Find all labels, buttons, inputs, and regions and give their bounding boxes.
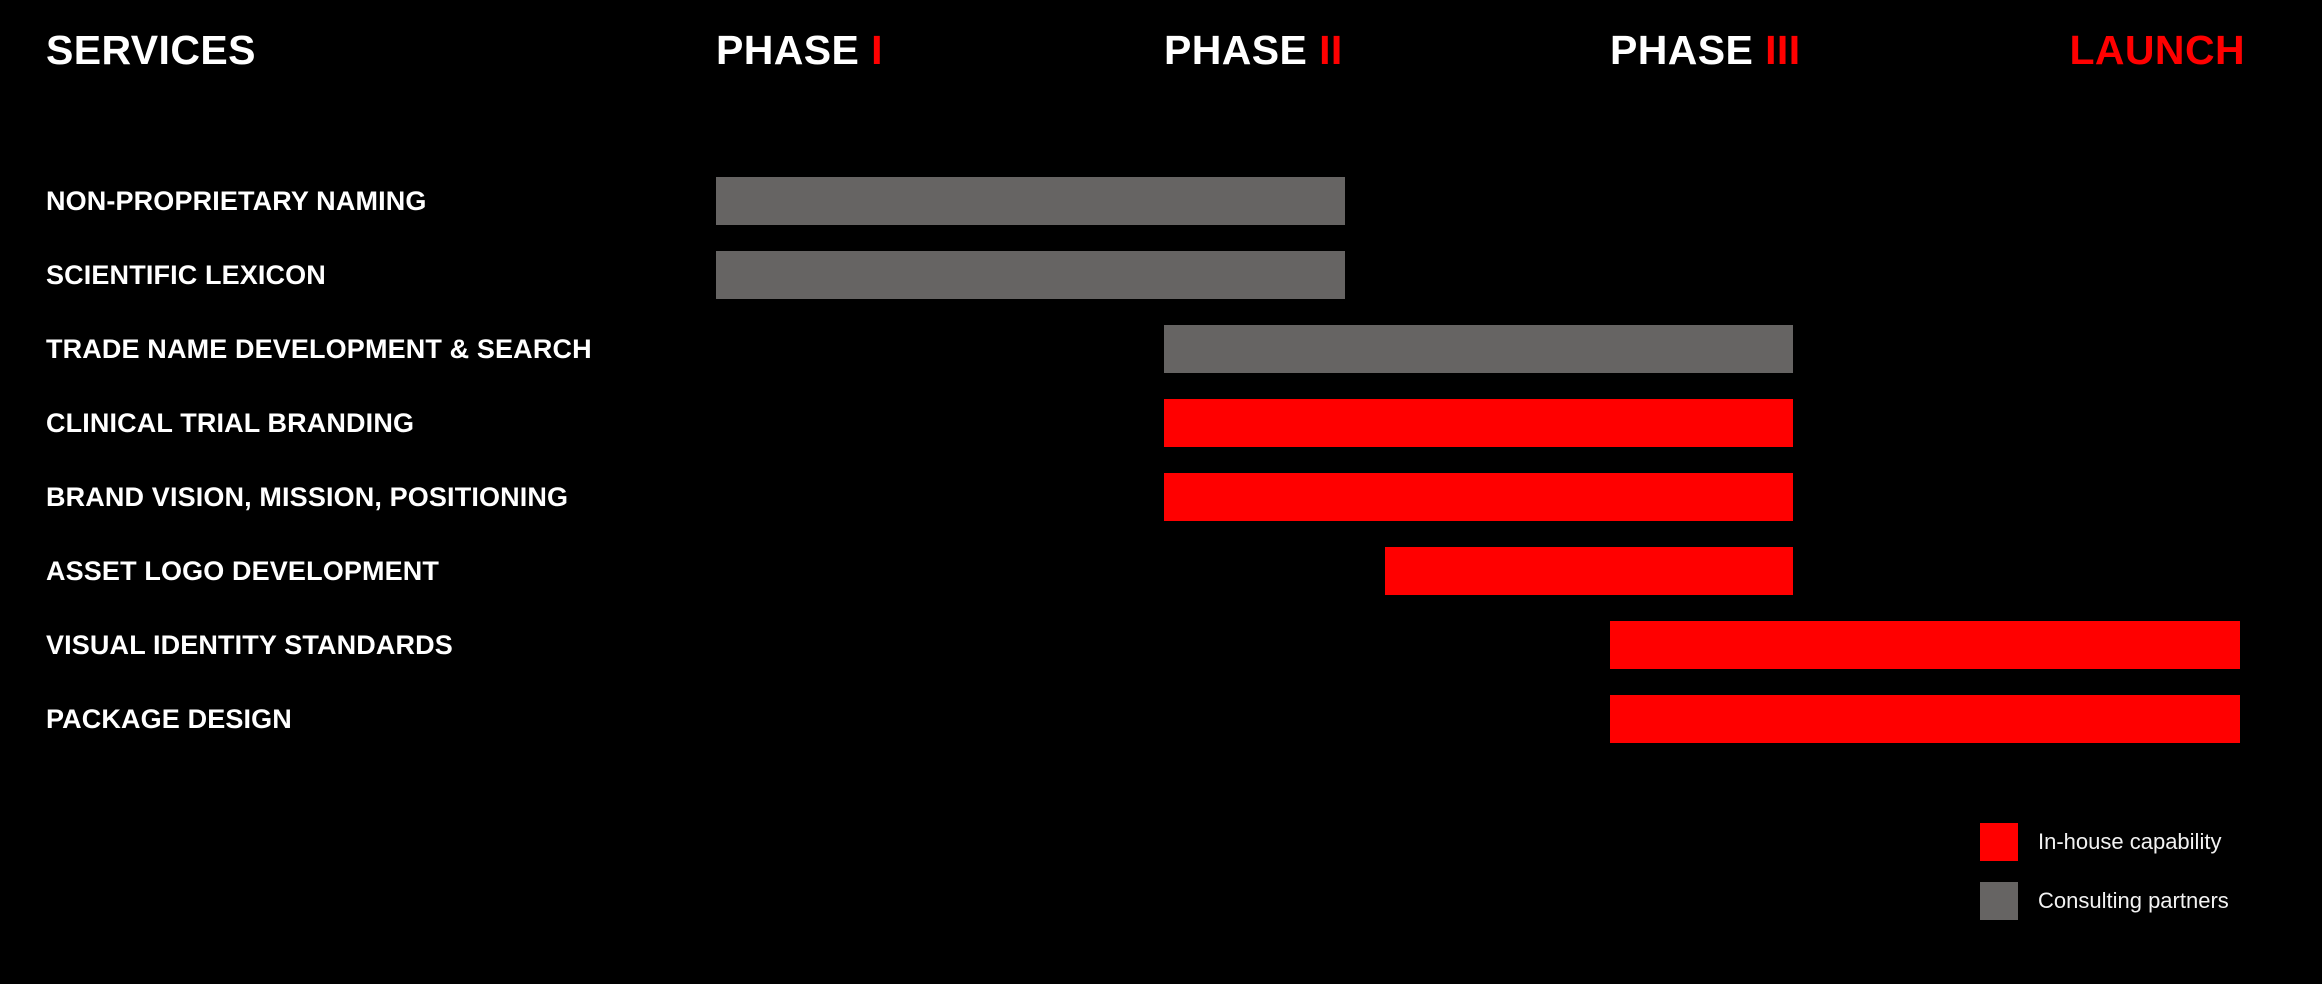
row-bar-inhouse bbox=[1164, 399, 1793, 447]
chart-rows: NON-PROPRIETARY NAMING SCIENTIFIC LEXICO… bbox=[0, 177, 2322, 743]
table-row: ASSET LOGO DEVELOPMENT bbox=[0, 547, 2322, 595]
row-label: CLINICAL TRIAL BRANDING bbox=[46, 408, 415, 438]
table-row: PACKAGE DESIGN bbox=[0, 695, 2322, 743]
header-phase-1: PHASE I bbox=[716, 30, 883, 71]
legend-item-consulting: Consulting partners bbox=[1980, 882, 2280, 920]
row-bar-inhouse bbox=[1164, 473, 1793, 521]
header-phase-2-numeral: II bbox=[1307, 27, 1342, 73]
row-label: BRAND VISION, MISSION, POSITIONING bbox=[46, 482, 569, 512]
header-phase-3: PHASE III bbox=[1610, 30, 1801, 71]
header-phase-3-numeral: III bbox=[1753, 27, 1800, 73]
row-label: NON-PROPRIETARY NAMING bbox=[46, 186, 427, 216]
header-phase-2-word: PHASE bbox=[1164, 27, 1308, 73]
row-label: TRADE NAME DEVELOPMENT & SEARCH bbox=[46, 334, 592, 364]
legend-swatch-icon-in-house bbox=[1980, 823, 2018, 861]
table-row: VISUAL IDENTITY STANDARDS bbox=[0, 621, 2322, 669]
header-phase-2: PHASE II bbox=[1164, 30, 1343, 71]
row-bar-inhouse bbox=[1610, 621, 2240, 669]
legend-item-in-house: In-house capability bbox=[1980, 823, 2280, 861]
row-label: VISUAL IDENTITY STANDARDS bbox=[46, 630, 453, 660]
header-phase-1-word: PHASE bbox=[716, 27, 860, 73]
header-phase-1-numeral: I bbox=[859, 27, 883, 73]
row-label: SCIENTIFIC LEXICON bbox=[46, 260, 326, 290]
header-phase-3-numeral-text: III bbox=[1765, 27, 1801, 73]
table-row: NON-PROPRIETARY NAMING bbox=[0, 177, 2322, 225]
row-bar-consulting bbox=[1164, 325, 1793, 373]
chart-legend: In-house capability Consulting partners bbox=[1980, 823, 2280, 941]
header-launch: LAUNCH bbox=[2069, 27, 2245, 73]
table-row: BRAND VISION, MISSION, POSITIONING bbox=[0, 473, 2322, 521]
row-bar-consulting bbox=[716, 251, 1345, 299]
row-bar-inhouse bbox=[1385, 547, 1793, 595]
legend-label-consulting: Consulting partners bbox=[2038, 888, 2229, 913]
table-row: TRADE NAME DEVELOPMENT & SEARCH bbox=[0, 325, 2322, 373]
header-services: SERVICES bbox=[46, 27, 256, 73]
row-label: ASSET LOGO DEVELOPMENT bbox=[46, 556, 440, 586]
header-phase-1-numeral-text: I bbox=[871, 27, 883, 73]
header-phase-2-numeral-text: II bbox=[1319, 27, 1343, 73]
row-bar-inhouse bbox=[1610, 695, 2240, 743]
header-phase-3-word: PHASE bbox=[1610, 27, 1754, 73]
table-row: SCIENTIFIC LEXICON bbox=[0, 251, 2322, 299]
legend-swatch-icon-consulting bbox=[1980, 882, 2018, 920]
row-label: PACKAGE DESIGN bbox=[46, 704, 292, 734]
legend-label-in-house: In-house capability bbox=[2038, 829, 2222, 854]
row-bar-consulting bbox=[716, 177, 1345, 225]
chart-header: SERVICES PHASE I PHASE II PHASE III LAUN… bbox=[0, 0, 2322, 120]
table-row: CLINICAL TRIAL BRANDING bbox=[0, 399, 2322, 447]
